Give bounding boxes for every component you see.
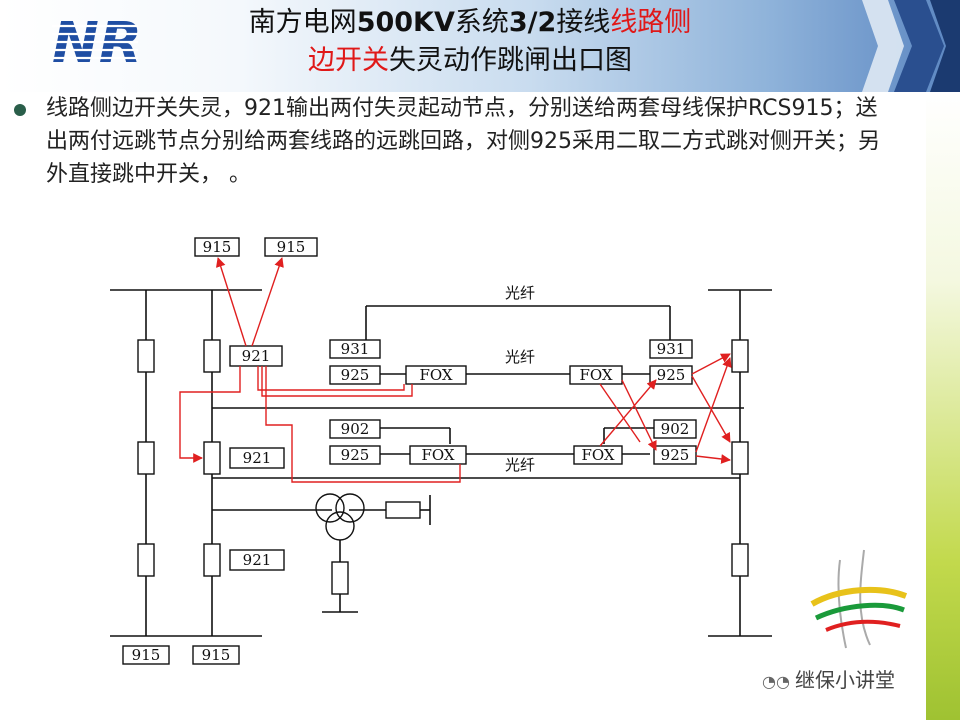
box-931-right: [649, 339, 693, 359]
reactor-breaker: [331, 561, 349, 595]
box-925-left-bottom: [329, 445, 381, 465]
breakers: [137, 339, 749, 595]
transformer-icon: [315, 493, 365, 541]
label-fiber-top: 光纤: [505, 284, 535, 302]
breaker-left-3: [137, 543, 155, 577]
label-fox-right-top: FOX: [579, 366, 612, 384]
label-925-left-bottom: 925: [341, 446, 370, 464]
header-bar: [0, 0, 960, 92]
box-915-top-left: [194, 237, 240, 257]
box-921-bottom: [229, 549, 285, 571]
label-915-bottom-right: 915: [202, 646, 231, 664]
label-fox-left-top: FOX: [419, 366, 452, 384]
trip-signal-lines: [179, 257, 732, 483]
description-paragraph: 线路侧边开关失灵，921输出两付失灵起动节点，分别送给两套母线保护RCS915；…: [46, 96, 880, 187]
label-921-mid: 921: [243, 449, 272, 467]
label-925-right-bottom: 925: [661, 446, 690, 464]
right-decor-bar: [926, 92, 960, 720]
wechat-icon: ◔◔: [762, 672, 796, 691]
label-915-top-left: 915: [203, 238, 232, 256]
label-902-right: 902: [661, 420, 690, 438]
transformer-side-resistor: [385, 501, 421, 519]
label-fox-left-bottom: FOX: [421, 446, 454, 464]
label-fox-right-bottom: FOX: [581, 446, 614, 464]
box-925-right-bottom: [653, 445, 697, 465]
label-931-left: 931: [341, 340, 370, 358]
brand-emblem-icon: [810, 549, 908, 649]
device-boxes: [122, 237, 697, 665]
box-921-top: [229, 345, 283, 367]
label-931-right: 931: [657, 340, 686, 358]
page-title-line2: 边开关失灵动作跳闸出口图: [308, 45, 632, 76]
box-fox-left-top: [405, 365, 467, 385]
label-902-left: 902: [341, 420, 370, 438]
breaker-right-3: [731, 543, 749, 577]
box-931-left: [329, 339, 381, 359]
breaker-right-1: [731, 339, 749, 373]
box-921-mid: [229, 447, 285, 469]
bullet-dot: [14, 104, 26, 116]
header-chevron-decoration: [862, 0, 960, 92]
label-fiber-mid: 光纤: [505, 348, 535, 366]
box-fox-left-bottom: [409, 445, 467, 465]
nr-logo-icon: NR: [52, 12, 138, 70]
box-fox-right-top: [569, 365, 623, 385]
label-921-top: 921: [242, 347, 271, 365]
watermark-label: ◔◔ 继保小讲堂: [762, 668, 896, 692]
box-915-bottom-right: [192, 645, 240, 665]
breaker-mid-1: [203, 339, 221, 373]
page-title-line1: 南方电网500KV系统3/2接线线路侧: [248, 7, 692, 38]
breaker-left-1: [137, 339, 155, 373]
breaker-mid-2: [203, 441, 221, 475]
box-902-right: [653, 419, 697, 439]
box-925-left-top: [329, 365, 381, 385]
breaker-mid-3: [203, 543, 221, 577]
label-915-bottom-left: 915: [132, 646, 161, 664]
box-915-bottom-left: [122, 645, 170, 665]
label-925-right-top: 925: [657, 366, 686, 384]
breaker-left-2: [137, 441, 155, 475]
label-fiber-bottom: 光纤: [505, 456, 535, 474]
breaker-right-2: [731, 441, 749, 475]
box-925-right-top: [649, 365, 693, 385]
label-915-top-right: 915: [277, 238, 306, 256]
label-921-bottom: 921: [243, 551, 272, 569]
box-902-left: [329, 419, 381, 439]
label-925-left-top: 925: [341, 366, 370, 384]
box-fox-right-bottom: [573, 445, 623, 465]
box-915-top-right: [264, 237, 318, 257]
fiber-links: [365, 305, 671, 455]
